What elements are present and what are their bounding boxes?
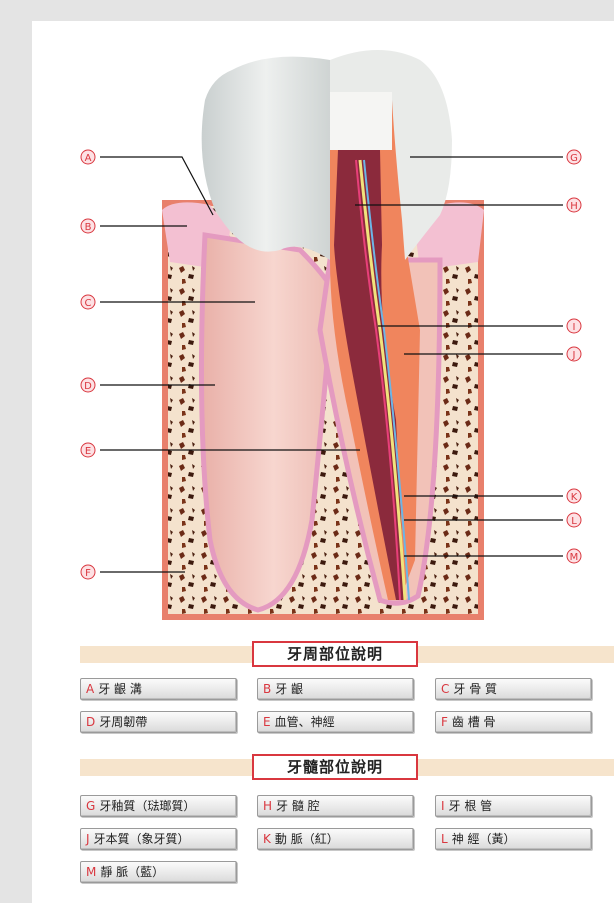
legend-text: 牙釉質（琺瑯質）: [99, 799, 195, 813]
legend-letter: L: [441, 829, 448, 849]
label-c: C: [81, 295, 95, 309]
label-m-text: M: [570, 552, 579, 563]
label-h-text: H: [570, 201, 578, 212]
label-i: I: [567, 319, 581, 333]
label-d-text: D: [84, 381, 92, 392]
legend-letter: F: [441, 712, 448, 732]
legend-letter: M: [86, 862, 96, 882]
enamel-cut: [330, 92, 392, 150]
label-j-text: J: [572, 350, 576, 361]
label-b: B: [81, 219, 95, 233]
legend-letter: A: [86, 679, 94, 699]
legend-item-e: E 血管、神經: [257, 711, 414, 733]
label-a: A: [81, 150, 95, 164]
legend-item-l: L 神 經（黃）: [435, 828, 592, 850]
legend-text: 牙 齦: [275, 682, 303, 696]
label-j: J: [567, 347, 581, 361]
legend-item-g: G 牙釉質（琺瑯質）: [80, 795, 237, 817]
legend-text: 牙本質（象牙質）: [94, 832, 190, 846]
periodontal-section-title: 牙周部位說明: [252, 641, 418, 667]
legend-text: 血管、神經: [275, 715, 335, 729]
label-h: H: [567, 198, 581, 212]
legend-text: 牙 齦 溝: [98, 682, 142, 696]
label-m: M: [567, 549, 581, 563]
legend-letter: H: [263, 796, 272, 816]
legend-letter: C: [441, 679, 449, 699]
label-f-text: F: [85, 568, 91, 579]
legend-item-d: D 牙周韌帶: [80, 711, 237, 733]
label-g-text: G: [570, 153, 578, 164]
label-a-text: A: [85, 153, 92, 164]
label-c-text: C: [85, 298, 92, 309]
legend-text: 牙 髓 腔: [276, 799, 320, 813]
legend-letter: K: [263, 829, 271, 849]
legend-letter: I: [441, 796, 445, 816]
legend-item-j: J 牙本質（象牙質）: [80, 828, 237, 850]
legend-letter: J: [86, 829, 90, 849]
legend-text: 動 脈（紅）: [275, 832, 339, 846]
legend-text: 牙 骨 質: [453, 682, 497, 696]
label-l-text: L: [571, 516, 577, 527]
legend-item-k: K 動 脈（紅）: [257, 828, 414, 850]
legend-text: 神 經（黃）: [452, 832, 516, 846]
label-k-text: K: [571, 492, 578, 503]
legend-text: 齒 槽 骨: [452, 715, 496, 729]
legend-letter: E: [263, 712, 271, 732]
label-g: G: [567, 150, 581, 164]
legend-item-m: M 靜 脈（藍）: [80, 861, 237, 883]
legend-letter: B: [263, 679, 271, 699]
label-d: D: [81, 378, 95, 392]
legend-letter: G: [86, 796, 95, 816]
legend-text: 牙 根 管: [449, 799, 493, 813]
label-l: L: [567, 513, 581, 527]
legend-letter: D: [86, 712, 95, 732]
label-e: E: [81, 443, 95, 457]
label-i-text: I: [573, 322, 576, 333]
pulp-section-title: 牙髓部位說明: [252, 754, 418, 780]
legend-text: 靜 脈（藍）: [100, 865, 164, 879]
label-b-text: B: [85, 222, 92, 233]
legend-text: 牙周韌帶: [99, 715, 147, 729]
label-k: K: [567, 489, 581, 503]
label-f: F: [81, 565, 95, 579]
label-e-text: E: [85, 446, 91, 457]
